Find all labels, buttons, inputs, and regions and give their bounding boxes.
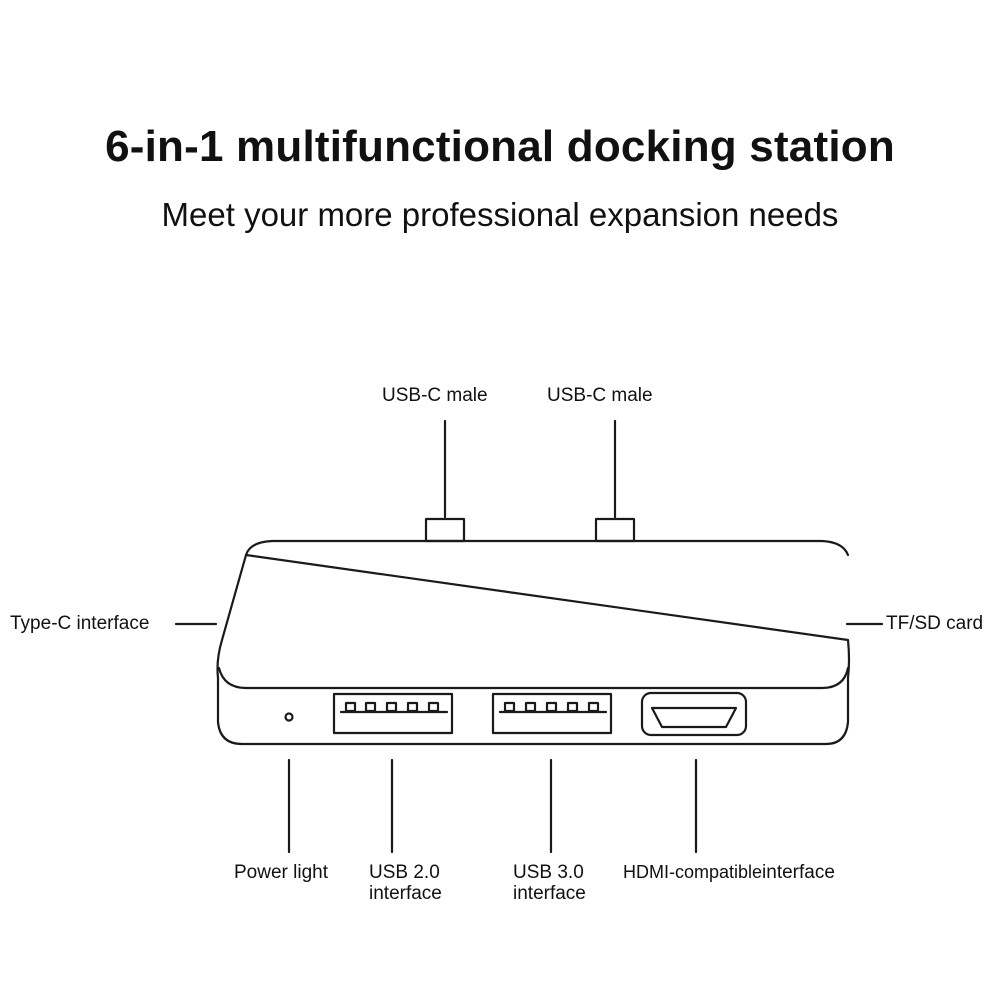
hdmi-port	[640, 691, 748, 737]
usbc-male-plug-1	[424, 517, 466, 543]
dock-top-lip	[244, 539, 850, 557]
label-hdmi-line1: HDMI-compatible	[623, 862, 763, 882]
dock-front-crease	[217, 666, 850, 690]
usb20-port	[332, 692, 454, 735]
label-hdmi-interface: HDMI-compatibleinterface	[623, 862, 835, 883]
usbc-male-plug-2	[594, 517, 636, 543]
usb30-port	[491, 692, 613, 735]
label-usbc-male-2: USB-C male	[547, 385, 653, 406]
power-light-led	[284, 712, 294, 722]
label-hdmi-line2: interface	[762, 862, 835, 883]
label-power-light: Power light	[234, 862, 328, 883]
label-usb30-interface: USB 3.0 interface	[513, 862, 586, 904]
label-usb20-line1: USB 2.0	[369, 862, 440, 883]
label-usbc-male-1: USB-C male	[382, 385, 488, 406]
label-usb20-line2: interface	[369, 883, 442, 904]
label-type-c-interface: Type-C interface	[10, 613, 150, 634]
label-usb20-interface: USB 2.0 interface	[369, 862, 442, 904]
label-usb30-line2: interface	[513, 883, 586, 904]
page-subtitle: Meet your more professional expansion ne…	[161, 196, 839, 233]
label-tf-sd-card: TF/SD card	[886, 613, 984, 634]
page-title: 6-in-1 multifunctional docking station	[105, 122, 895, 171]
label-usb30-line1: USB 3.0	[513, 862, 584, 883]
dock-body	[216, 553, 851, 746]
